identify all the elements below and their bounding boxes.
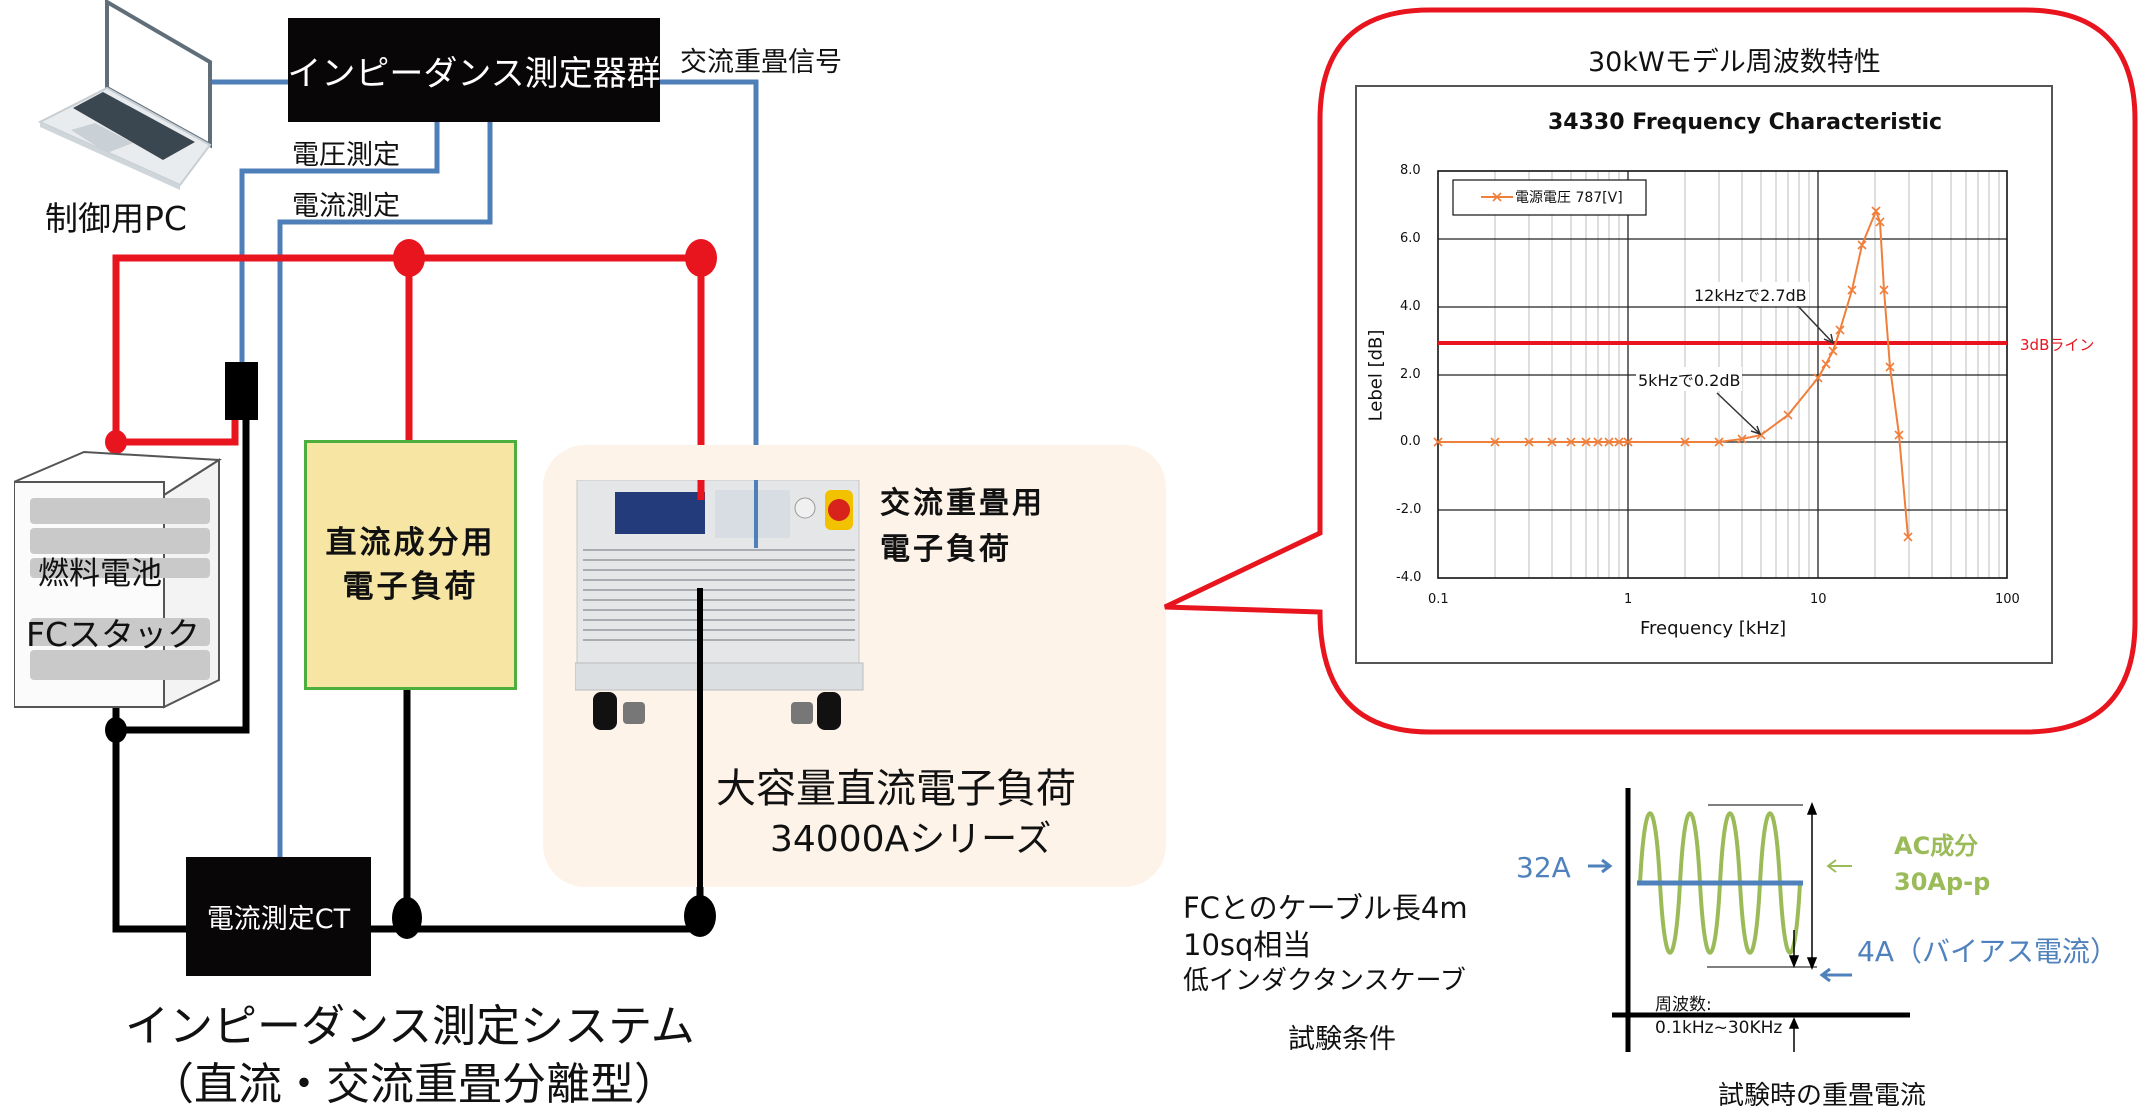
x-tick: 1: [1624, 592, 1633, 607]
load-wires-overlay: [697, 480, 758, 900]
x-tick: 100: [1995, 592, 2020, 607]
y-tick: 8.0: [1400, 163, 1421, 178]
voltage-probe: [225, 362, 258, 420]
x-tick: 10: [1810, 592, 1827, 607]
ac-component-label: AC成分: [1894, 832, 1979, 860]
ac-amplitude-label: 30Ap-p: [1894, 868, 1991, 896]
dc-32a-label: 32A: [1516, 851, 1571, 884]
chart-title: 34330 Frequency Characteristic: [1548, 110, 1943, 135]
impedance-analyzer-label: インピーダンス測定器群: [287, 53, 661, 94]
y-tick: 0.0: [1400, 434, 1421, 449]
waveform-caption: 試験時の重畳電流: [1718, 1081, 1927, 1111]
condition-cable-type: 低インダクタンスケーブ: [1183, 966, 1466, 996]
annotation-12khz: 12kHzで2.7dB: [1692, 282, 1809, 306]
data-markers: [1433, 206, 1913, 542]
ac-load-label-1: 交流重畳用: [880, 486, 1045, 521]
y-tick: 4.0: [1400, 299, 1421, 314]
large-load-label: 大容量直流電子負荷: [716, 766, 1076, 812]
condition-cable-length: FCとのケーブル長4m: [1183, 891, 1468, 925]
fc-stack-label: FCスタック: [26, 615, 201, 654]
condition-cable-size: 10sq相当: [1183, 928, 1312, 962]
fuel-cell-stack-icon: [14, 450, 223, 709]
series-label: 34000Aシリーズ: [770, 819, 1052, 860]
laptop-icon: [37, 0, 212, 190]
dc-load-label-2: 電子負荷: [342, 569, 479, 605]
current-ct-label: 電流測定CT: [206, 904, 351, 935]
conditions-caption: 試験条件: [1288, 1024, 1396, 1055]
current-ct-box: 電流測定CT: [186, 857, 371, 976]
x-tick: 0.1: [1428, 592, 1449, 607]
ac-signal-label: 交流重畳信号: [680, 47, 842, 78]
y-tick: -4.0: [1396, 570, 1422, 585]
dc-load-label-1: 直流成分用: [325, 525, 496, 561]
superimposed-current-waveform: [1588, 788, 1910, 1052]
power-nodes: [105, 239, 717, 454]
dc-load-box: 直流成分用 電子負荷: [304, 440, 517, 690]
three-db-line-label: 3dBライン: [2020, 336, 2095, 354]
y-tick: 2.0: [1400, 367, 1421, 382]
current-measure-label: 電流測定: [292, 191, 400, 222]
ac-load-label-2: 電子負荷: [880, 532, 1012, 567]
return-nodes: [105, 717, 716, 939]
pc-label: 制御用PC: [45, 199, 187, 238]
signal-lines: [212, 79, 759, 857]
legend-label: 電源電圧 787[V]: [1515, 190, 1623, 206]
x-axis-label: Frequency [kHz]: [1640, 618, 1787, 639]
annotation-5khz: 5kHzで0.2dB: [1636, 367, 1743, 391]
fuel-cell-label: 燃料電池: [38, 556, 162, 592]
frequency-range-label-2: 0.1kHz~30KHz: [1655, 1018, 1783, 1038]
bias-current-label: 4A（バイアス電流）: [1857, 935, 2118, 968]
system-subtitle: （直流・交流重畳分離型）: [150, 1059, 678, 1110]
electronic-load-unit-icon: [575, 480, 864, 730]
frequency-range-label-1: 周波数:: [1655, 995, 1712, 1015]
y-axis-label: Lebel [dB]: [1365, 329, 1387, 422]
impedance-analyzer-box: インピーダンス測定器群: [287, 18, 661, 122]
y-tick: -2.0: [1396, 502, 1422, 517]
y-tick: 6.0: [1400, 231, 1421, 246]
voltage-measure-label: 電圧測定: [292, 140, 400, 171]
system-title: インピーダンス測定システム: [125, 1001, 695, 1052]
callout-heading: 30kWモデル周波数特性: [1588, 47, 1881, 78]
